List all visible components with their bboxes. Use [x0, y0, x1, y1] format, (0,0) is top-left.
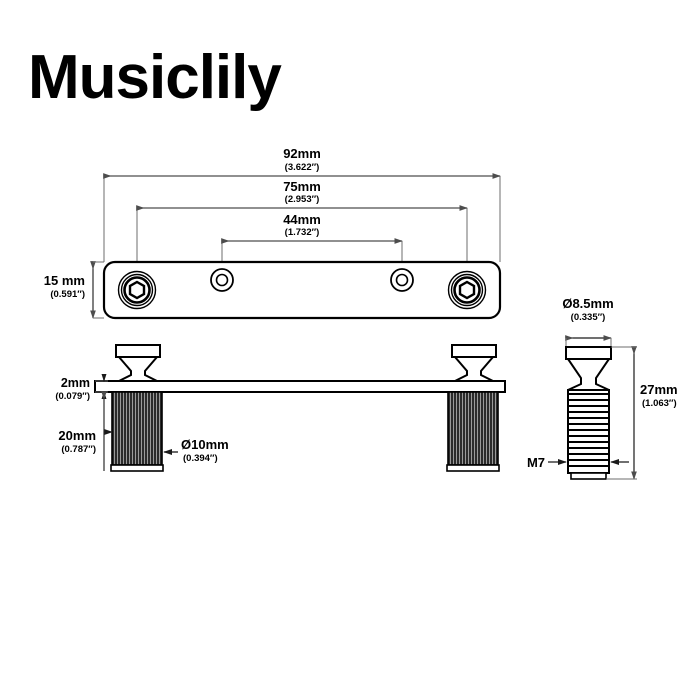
bridge-plate-top-view — [102, 260, 502, 320]
dimension-screw-head-diameter-metric: Ø8.5mm — [562, 296, 613, 311]
dimension-inner-hole-spacing-imperial: (1.732″) — [285, 227, 320, 238]
saddle-post-left — [115, 344, 161, 382]
plate-outline-side-view — [94, 380, 506, 393]
dimension-plate-thickness-imperial: (0.079″) — [55, 391, 90, 402]
hex-bolt-right-icon — [447, 270, 487, 310]
hex-bolt-left-icon — [117, 270, 157, 310]
post-body-left — [116, 356, 160, 382]
bridge-plate-side-view: 2mm (0.079″) 20mm (0.787″) Ø10mm (0.394″… — [55, 344, 506, 472]
dimension-overall-length-metric: 92mm — [283, 146, 321, 161]
bushing-body-left — [111, 391, 163, 466]
bushing-lip-right — [446, 464, 500, 472]
screw-threaded-shaft — [567, 389, 610, 480]
post-cap-right — [451, 344, 497, 358]
dimension-plate-width-metric: 15 mm — [44, 273, 85, 288]
dimension-screw-length-imperial: (1.063″) — [642, 398, 677, 409]
dimension-inner-hole-spacing-metric: 44mm — [283, 212, 321, 227]
bushing-lip-left — [110, 464, 164, 472]
post-body-right — [452, 356, 496, 382]
post-cap-left — [115, 344, 161, 358]
dimension-bushing-diameter-metric: Ø10mm — [181, 437, 229, 452]
dimension-outer-hole-spacing-metric: 75mm — [283, 179, 321, 194]
screw-tip — [570, 472, 607, 480]
dimension-bushing-diameter-imperial: (0.394″) — [183, 453, 218, 464]
dimension-screw-length-metric: 27mm — [640, 382, 678, 397]
bushing-body-right — [447, 391, 499, 466]
dimension-screw-head-diameter-imperial: (0.335″) — [571, 312, 606, 323]
dimension-bushing-length-metric: 20mm — [58, 428, 96, 443]
mounting-hole-right-icon — [390, 268, 414, 292]
screw-head-cap — [565, 346, 612, 360]
dimension-bushing-length-imperial: (0.787″) — [61, 444, 96, 455]
dimension-plate-thickness-metric: 2mm — [61, 376, 90, 390]
knurled-bushing-right — [446, 391, 500, 472]
label-thread-spec: M7 — [527, 455, 629, 470]
dimension-outer-hole-spacing-imperial: (2.953″) — [285, 194, 320, 205]
plate-outline-top-view — [102, 260, 502, 320]
screw-spool-neck — [566, 358, 611, 391]
saddle-post-right — [451, 344, 497, 382]
dimension-screw-head-diameter: Ø8.5mm (0.335″) — [562, 296, 614, 347]
knurled-bushing-left — [110, 391, 164, 472]
dimension-bushing-length: 20mm (0.787″) — [58, 391, 113, 471]
dimension-overall-length-imperial: (3.622″) — [285, 162, 320, 173]
mounting-screw-detail-view: Ø8.5mm (0.335″) — [527, 296, 678, 480]
mounting-hole-left-icon — [210, 268, 234, 292]
dimension-plate-width-imperial: (0.591″) — [50, 289, 85, 300]
thread-spec-label: M7 — [527, 455, 545, 470]
brand-logo: Musiclily — [28, 43, 282, 112]
dimension-bushing-diameter: Ø10mm (0.394″) — [163, 437, 229, 464]
dimension-screw-length: 27mm (1.063″) — [606, 346, 678, 480]
